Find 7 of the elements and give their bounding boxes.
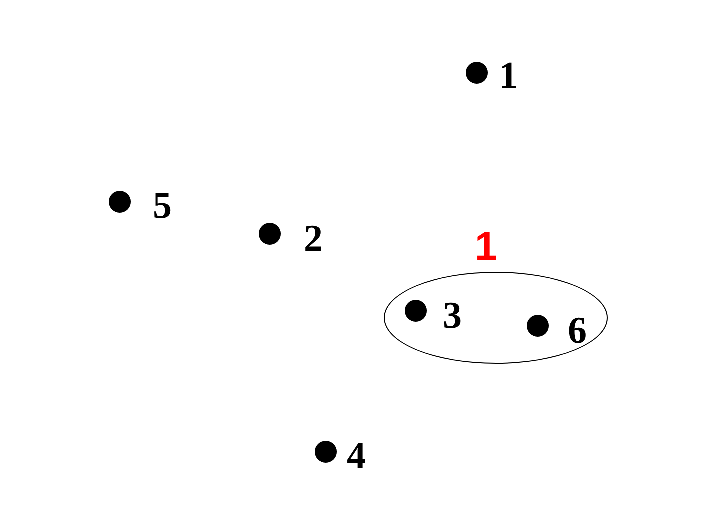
point-label: 5 [153, 187, 172, 225]
point-label: 3 [443, 297, 462, 335]
cluster-label: 1 [475, 227, 498, 267]
point-label: 1 [499, 57, 518, 95]
point-label: 4 [347, 437, 366, 475]
point-label: 6 [568, 312, 587, 350]
point-label: 2 [304, 220, 323, 258]
